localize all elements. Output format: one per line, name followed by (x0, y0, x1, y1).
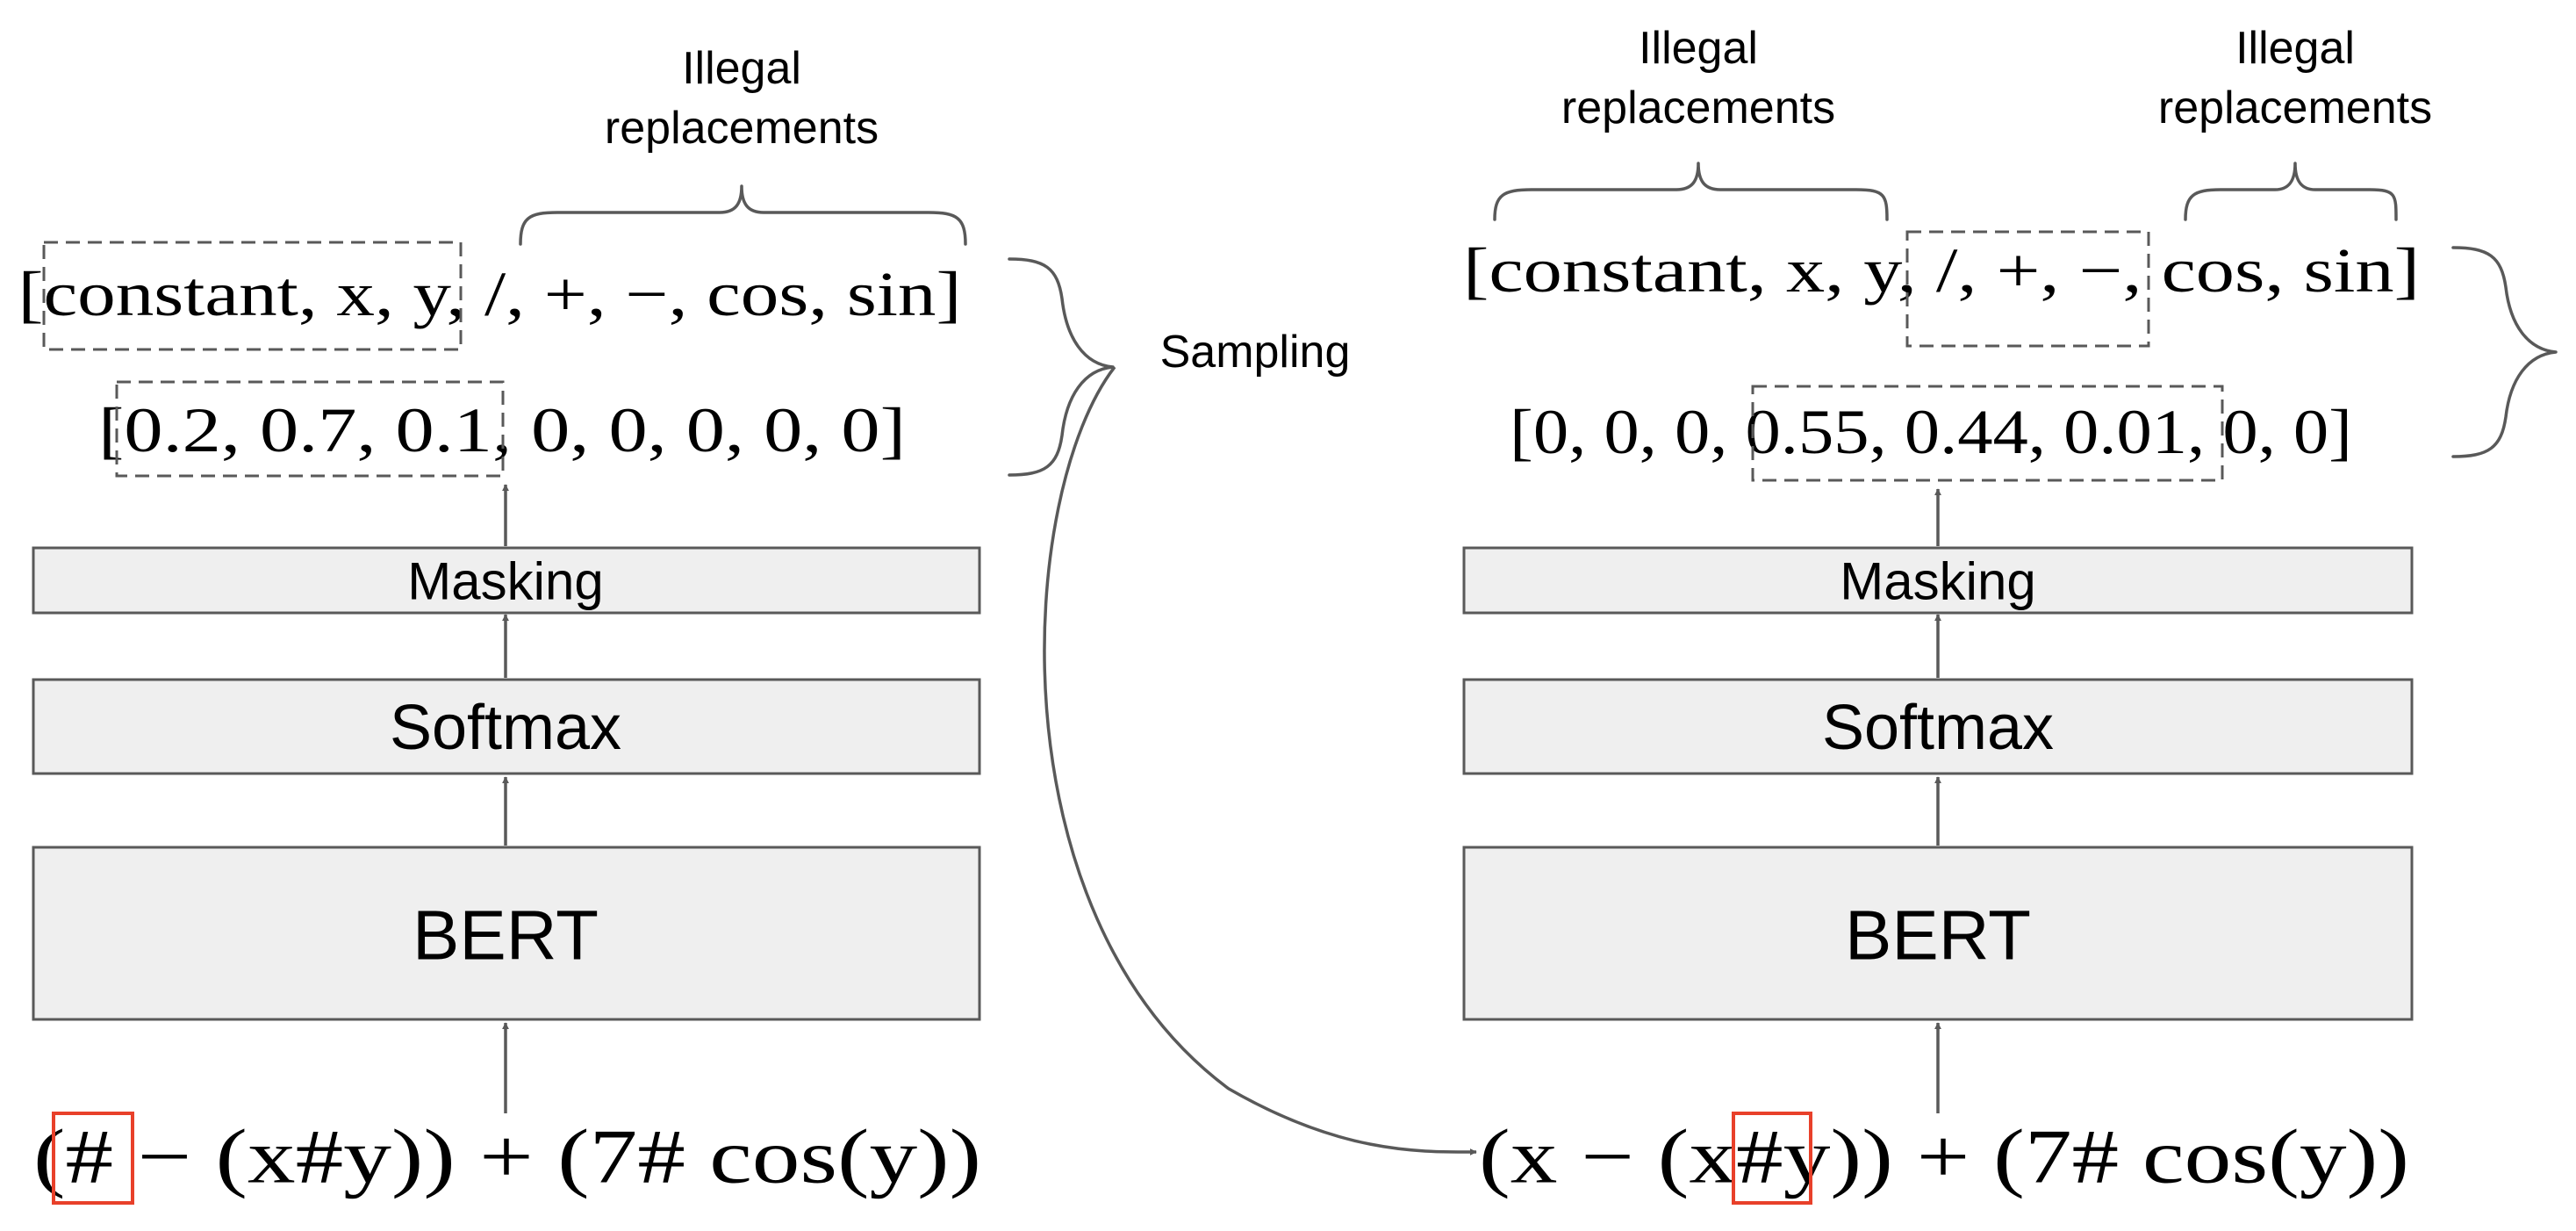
right-bert-box (1462, 846, 2414, 1021)
sampling-brace (1008, 257, 1115, 477)
right-masking-label: Masking (1840, 552, 2035, 611)
right-vocab-highlight (1905, 230, 2150, 348)
right-masked-token-highlight (1732, 1112, 1812, 1205)
left-panel: Illegal replacements [constant, x, y, /,… (18, 43, 1115, 1205)
right-probs-row: [0, 0, 0, 0.55, 0.44, 0.01, 0, 0] (1510, 397, 2352, 467)
right-brace-label-1-line2: replacements (1561, 83, 1835, 133)
left-vocab-row: [constant, x, y, /, +, −, cos, sin] (18, 259, 962, 329)
left-bert-box (32, 846, 981, 1021)
left-brace-label-line2: replacements (605, 103, 879, 154)
left-masking-label: Masking (407, 552, 603, 611)
left-input-expression: (# − (x#y)) + (7# cos(y)) (33, 1115, 981, 1200)
left-masked-token-highlight (52, 1112, 134, 1205)
right-softmax-box (1462, 678, 2414, 775)
sampling-label: Sampling (1160, 327, 1351, 378)
right-illegal-brace-2 (2184, 162, 2398, 221)
left-brace-label-line1: Illegal (682, 43, 801, 94)
right-panel: Illegal replacements Illegal replacement… (1462, 23, 2558, 1205)
right-input-expression: (x − (x#y)) + (7# cos(y)) (1479, 1115, 2409, 1200)
right-brace-label-1-line1: Illegal (1639, 23, 1758, 74)
left-softmax-box (32, 678, 981, 775)
left-masking-box (32, 546, 981, 615)
left-probs-highlight (115, 380, 505, 478)
sampling-connector (1043, 365, 1477, 1156)
right-illegal-brace-1 (1493, 162, 1889, 221)
right-brace-label-2-line2: replacements (2158, 83, 2432, 133)
right-probs-highlight (1751, 385, 2224, 482)
left-softmax-label: Softmax (390, 693, 621, 763)
right-vocab-row: [constant, x, y, /, +, −, cos, sin] (1463, 235, 2420, 306)
right-bert-label: BERT (1845, 896, 2031, 975)
left-vocab-highlight (42, 241, 463, 351)
left-probs-row: [0.2, 0.7, 0.1, 0, 0, 0, 0, 0] (98, 395, 906, 465)
left-bert-label: BERT (413, 896, 599, 975)
right-brace-label-2-line1: Illegal (2235, 23, 2355, 74)
left-illegal-brace (519, 184, 967, 246)
right-softmax-label: Softmax (1822, 693, 2054, 763)
right-output-brace (2451, 246, 2558, 458)
right-masking-box (1462, 546, 2414, 615)
